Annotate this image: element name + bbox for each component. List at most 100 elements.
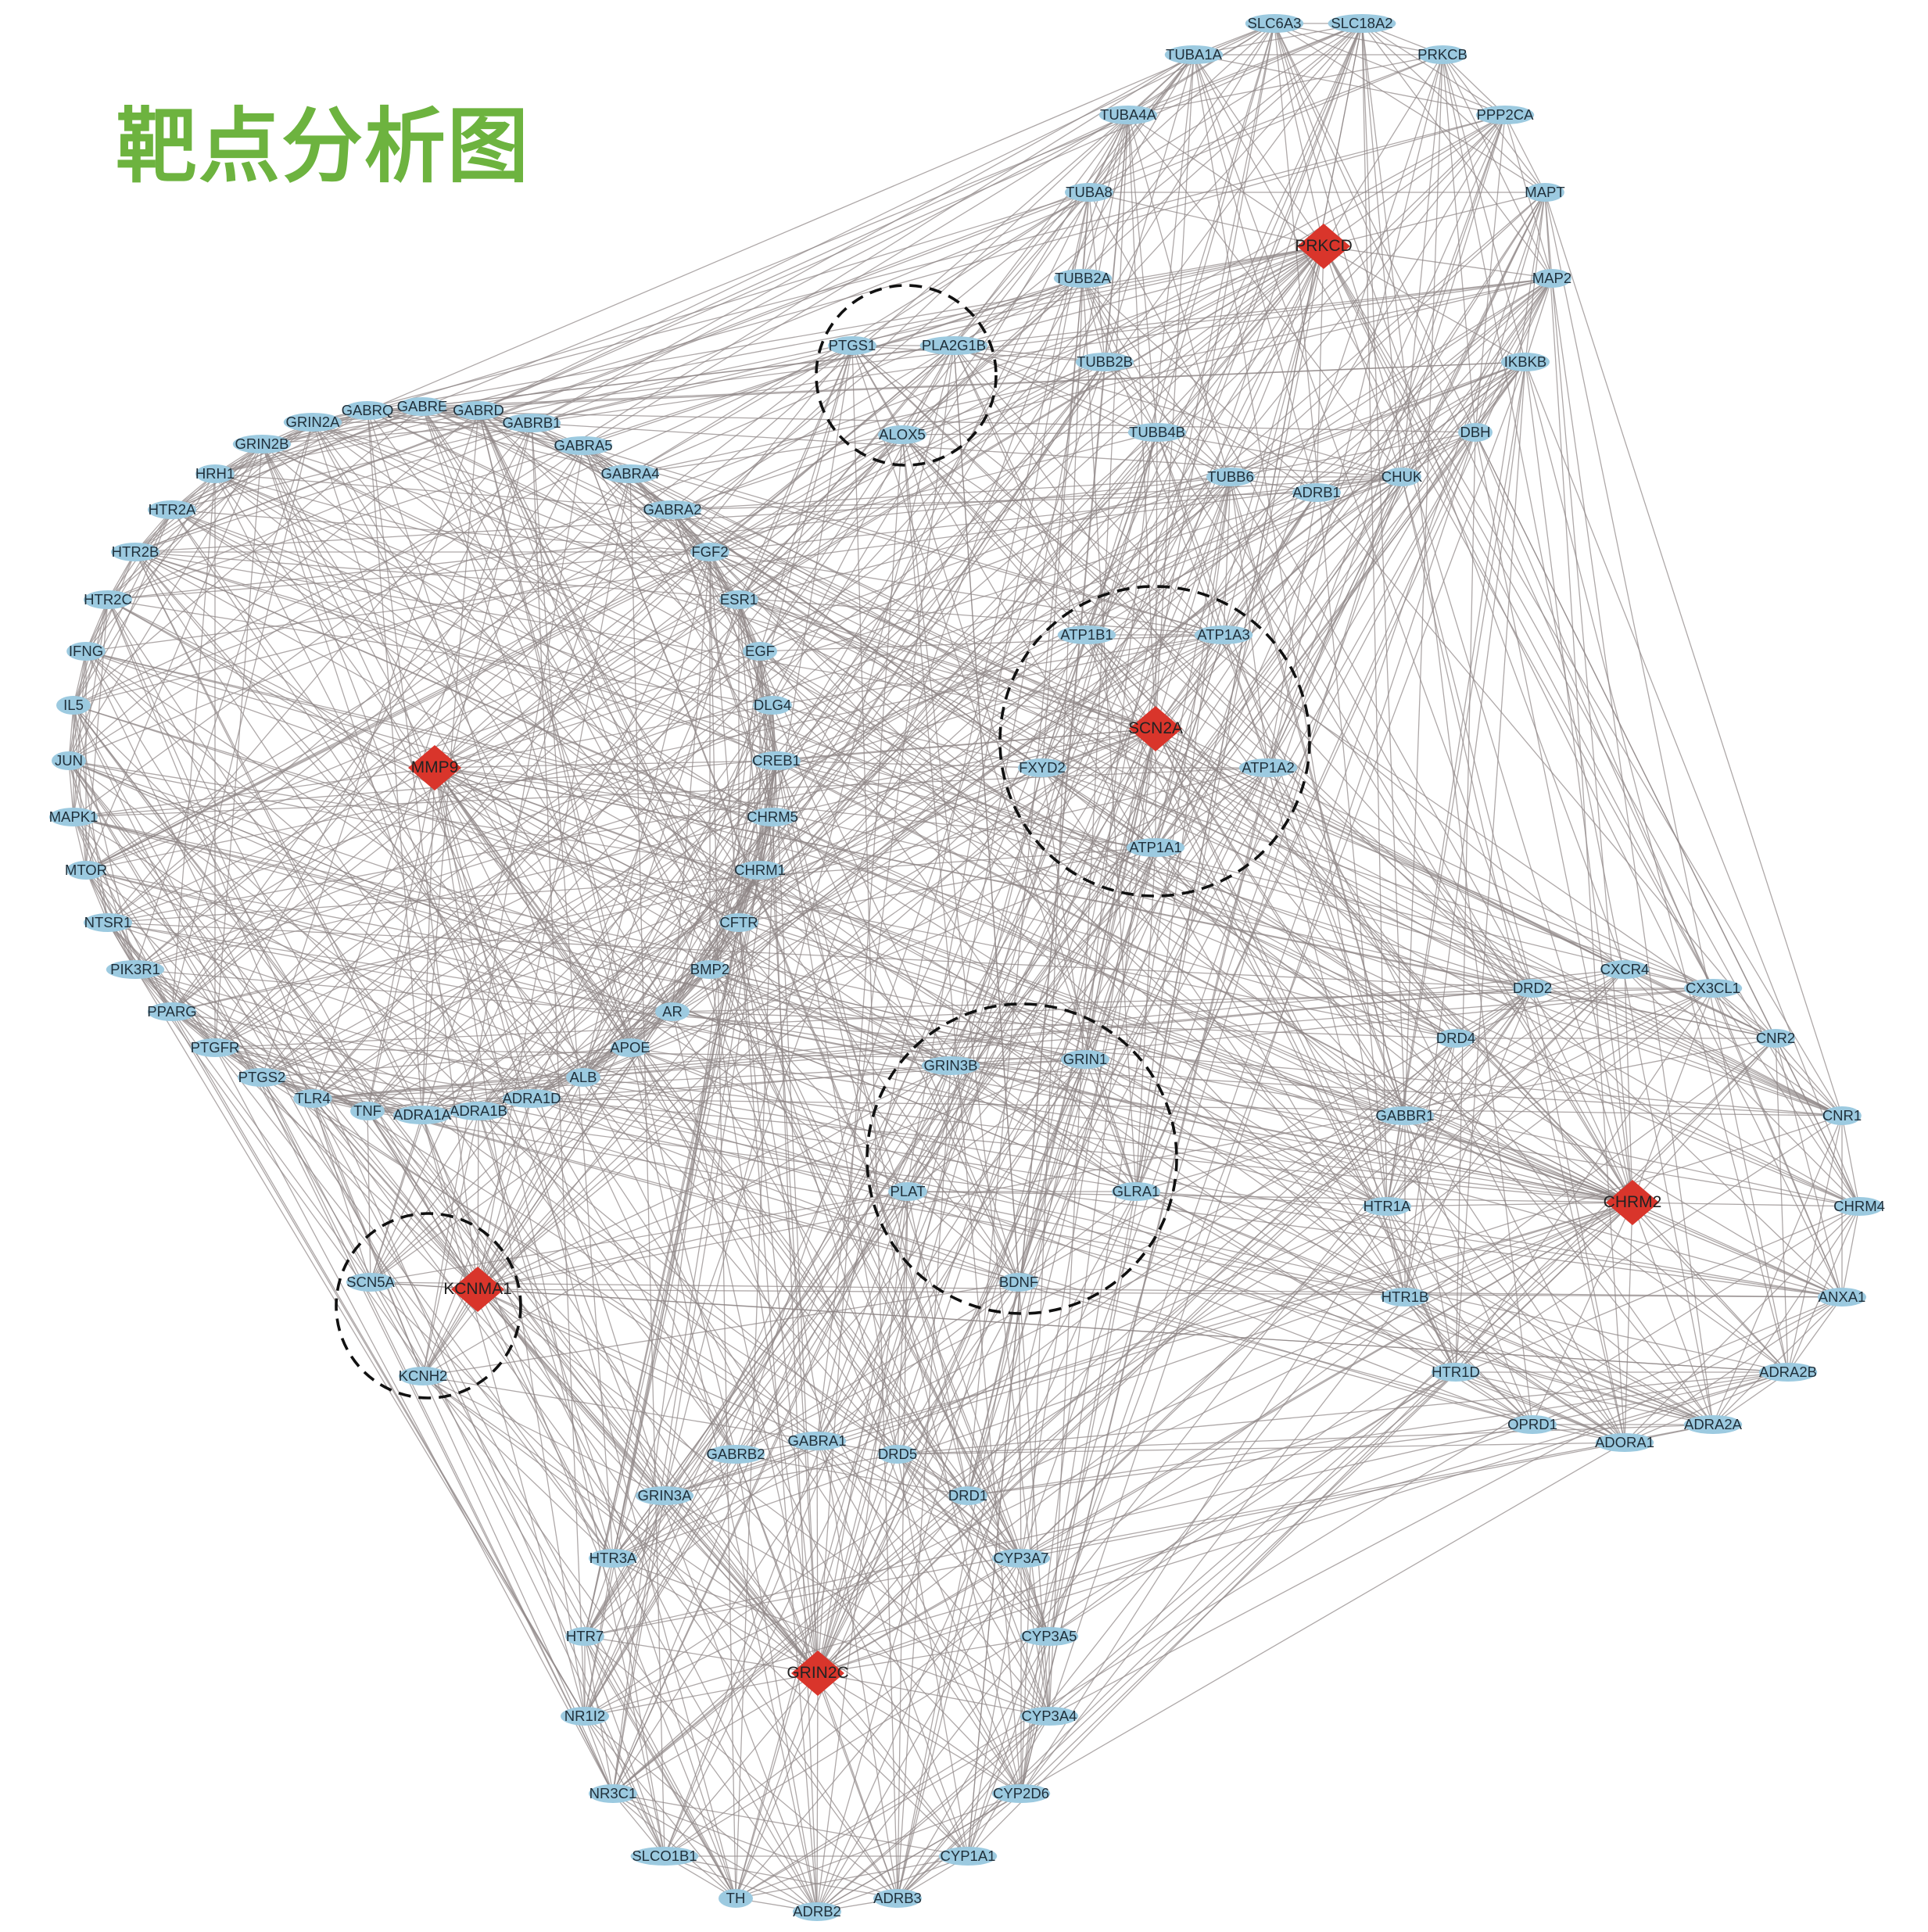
node-cyp3a7[interactable]: CYP3A7 bbox=[991, 1549, 1051, 1568]
node-cyp1a1[interactable]: CYP1A1 bbox=[938, 1847, 998, 1866]
node-adra2a[interactable]: ADRA2A bbox=[1683, 1415, 1743, 1434]
node-ptgs1[interactable]: PTGS1 bbox=[828, 336, 876, 355]
node-tuba4a[interactable]: TUBA4A bbox=[1098, 106, 1158, 124]
node-nr3c1[interactable]: NR3C1 bbox=[589, 1784, 637, 1803]
node-htr1a[interactable]: HTR1A bbox=[1363, 1197, 1411, 1216]
node-adrb1[interactable]: ADRB1 bbox=[1292, 483, 1341, 502]
node-cx3cl1[interactable]: CX3CL1 bbox=[1683, 979, 1743, 998]
node-scn2a[interactable]: SCN2A bbox=[1128, 706, 1183, 751]
node-slc6a3[interactable]: SLC6A3 bbox=[1245, 14, 1304, 33]
node-chrm4[interactable]: CHRM4 bbox=[1833, 1197, 1885, 1216]
node-tnf[interactable]: TNF bbox=[350, 1102, 385, 1120]
node-gabrq[interactable]: GABRQ bbox=[342, 401, 394, 420]
node-ikbkb[interactable]: IKBKB bbox=[1501, 353, 1550, 371]
node-htr1d[interactable]: HTR1D bbox=[1432, 1363, 1480, 1382]
node-il5[interactable]: IL5 bbox=[56, 696, 91, 715]
node-dlg4[interactable]: DLG4 bbox=[753, 696, 792, 715]
node-gabra4[interactable]: GABRA4 bbox=[600, 464, 660, 483]
node-esr1[interactable]: ESR1 bbox=[719, 590, 758, 609]
node-anxa1[interactable]: ANXA1 bbox=[1818, 1288, 1866, 1307]
node-atp1a2[interactable]: ATP1A2 bbox=[1238, 758, 1298, 777]
node-gabrb2[interactable]: GABRB2 bbox=[706, 1445, 765, 1464]
node-chrm5[interactable]: CHRM5 bbox=[747, 808, 798, 826]
node-gabrd[interactable]: GABRD bbox=[453, 401, 504, 420]
node-tuba8[interactable]: TUBA8 bbox=[1065, 183, 1113, 202]
node-nr1i2[interactable]: NR1I2 bbox=[561, 1707, 609, 1726]
node-grin2c[interactable]: GRIN2C bbox=[787, 1651, 849, 1696]
node-adra2b[interactable]: ADRA2B bbox=[1758, 1363, 1818, 1382]
node-hrh1[interactable]: HRH1 bbox=[195, 464, 235, 483]
node-tubb4b[interactable]: TUBB4B bbox=[1127, 423, 1187, 442]
node-mapt[interactable]: MAPT bbox=[1525, 183, 1565, 202]
node-gabrb1[interactable]: GABRB1 bbox=[502, 414, 561, 432]
node-adra1d[interactable]: ADRA1D bbox=[502, 1089, 561, 1108]
node-ntsr1[interactable]: NTSR1 bbox=[84, 913, 132, 932]
node-cyp3a5[interactable]: CYP3A5 bbox=[1020, 1627, 1079, 1646]
node-htr2b[interactable]: HTR2B bbox=[111, 543, 159, 561]
node-dbh[interactable]: DBH bbox=[1458, 423, 1493, 442]
node-atp1b1[interactable]: ATP1B1 bbox=[1057, 625, 1116, 644]
node-chrm1[interactable]: CHRM1 bbox=[734, 861, 786, 880]
node-prkcb[interactable]: PRKCB bbox=[1417, 45, 1468, 64]
node-mmp9[interactable]: MMP9 bbox=[408, 745, 461, 790]
node-fxyd2[interactable]: FXYD2 bbox=[1018, 758, 1066, 777]
node-drd4[interactable]: DRD4 bbox=[1436, 1029, 1475, 1048]
node-kcnh2[interactable]: KCNH2 bbox=[399, 1367, 448, 1385]
node-drd5[interactable]: DRD5 bbox=[878, 1445, 917, 1464]
node-gabbr1[interactable]: GABBR1 bbox=[1375, 1106, 1435, 1125]
node-drd2[interactable]: DRD2 bbox=[1513, 979, 1552, 998]
node-gabra5[interactable]: GABRA5 bbox=[554, 436, 613, 455]
node-chuk[interactable]: CHUK bbox=[1381, 468, 1423, 486]
node-cftr[interactable]: CFTR bbox=[719, 913, 758, 932]
node-alb[interactable]: ALB bbox=[566, 1068, 600, 1087]
node-grin3a[interactable]: GRIN3A bbox=[635, 1486, 694, 1505]
node-mapk1[interactable]: MAPK1 bbox=[49, 808, 99, 826]
node-tubb2a[interactable]: TUBB2A bbox=[1053, 269, 1113, 288]
node-adra1b[interactable]: ADRA1B bbox=[449, 1102, 508, 1120]
node-atp1a3[interactable]: ATP1A3 bbox=[1194, 625, 1253, 644]
node-mtor[interactable]: MTOR bbox=[65, 861, 107, 880]
node-htr2c[interactable]: HTR2C bbox=[84, 590, 132, 609]
node-slc18a2[interactable]: SLC18A2 bbox=[1328, 14, 1396, 33]
node-jun[interactable]: JUN bbox=[52, 751, 86, 770]
node-prkcd[interactable]: PRKCD bbox=[1295, 224, 1353, 269]
node-gabre[interactable]: GABRE bbox=[397, 397, 448, 416]
node-creb1[interactable]: CREB1 bbox=[752, 751, 801, 770]
node-bdnf[interactable]: BDNF bbox=[999, 1273, 1038, 1292]
node-ifng[interactable]: IFNG bbox=[66, 642, 106, 661]
node-adra1a[interactable]: ADRA1A bbox=[392, 1106, 452, 1124]
node-htr1b[interactable]: HTR1B bbox=[1381, 1288, 1429, 1307]
node-cyp2d6[interactable]: CYP2D6 bbox=[991, 1784, 1051, 1803]
node-fgf2[interactable]: FGF2 bbox=[690, 543, 729, 561]
node-pla2g1b[interactable]: PLA2G1B bbox=[919, 336, 988, 355]
node-egf[interactable]: EGF bbox=[743, 642, 777, 661]
node-ptgs2[interactable]: PTGS2 bbox=[238, 1068, 286, 1087]
node-grin2a[interactable]: GRIN2A bbox=[283, 413, 342, 432]
node-apoe[interactable]: APOE bbox=[610, 1038, 650, 1057]
node-ar[interactable]: AR bbox=[655, 1002, 690, 1021]
node-tubb2b[interactable]: TUBB2B bbox=[1075, 353, 1134, 371]
node-ppp2ca[interactable]: PPP2CA bbox=[1475, 106, 1535, 124]
node-alox5[interactable]: ALOX5 bbox=[878, 425, 926, 444]
node-glra1[interactable]: GLRA1 bbox=[1112, 1182, 1160, 1201]
node-plat[interactable]: PLAT bbox=[888, 1182, 927, 1201]
node-adrb3[interactable]: ADRB3 bbox=[873, 1889, 922, 1908]
node-kcnma1[interactable]: KCNMA1 bbox=[443, 1267, 512, 1312]
node-cyp3a4[interactable]: CYP3A4 bbox=[1020, 1707, 1079, 1726]
node-grin1[interactable]: GRIN1 bbox=[1061, 1050, 1109, 1069]
node-cnr2[interactable]: CNR2 bbox=[1756, 1029, 1795, 1048]
node-adora1[interactable]: ADORA1 bbox=[1595, 1433, 1654, 1452]
node-adrb2[interactable]: ADRB2 bbox=[793, 1902, 841, 1921]
node-htr2a[interactable]: HTR2A bbox=[148, 500, 196, 519]
node-gabra2[interactable]: GABRA2 bbox=[643, 500, 702, 519]
node-tlr4[interactable]: TLR4 bbox=[293, 1089, 332, 1108]
node-htr7[interactable]: HTR7 bbox=[565, 1627, 604, 1646]
node-ptgfr[interactable]: PTGFR bbox=[191, 1038, 240, 1057]
node-bmp2[interactable]: BMP2 bbox=[690, 960, 729, 979]
node-grin3b[interactable]: GRIN3B bbox=[921, 1056, 980, 1075]
node-cxcr4[interactable]: CXCR4 bbox=[1600, 960, 1650, 979]
node-atp1a1[interactable]: ATP1A1 bbox=[1126, 838, 1185, 857]
node-chrm2[interactable]: CHRM2 bbox=[1604, 1180, 1662, 1225]
node-map2[interactable]: MAP2 bbox=[1532, 269, 1571, 288]
node-oprd1[interactable]: OPRD1 bbox=[1507, 1415, 1557, 1434]
